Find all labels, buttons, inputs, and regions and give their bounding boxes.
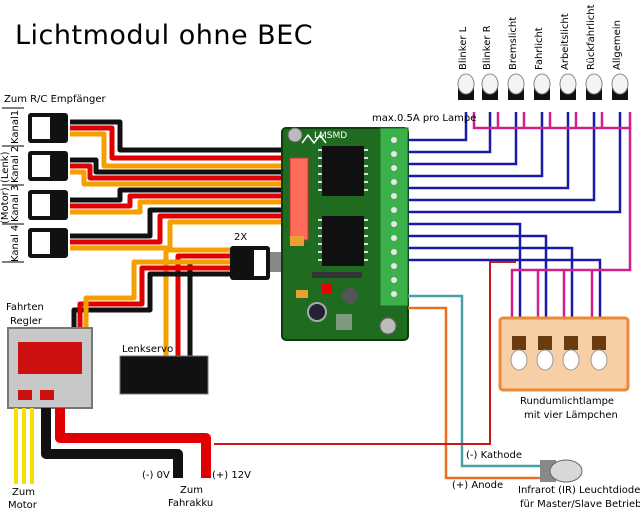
channel-1-label: Kanal1 xyxy=(10,109,21,144)
receiver-plugs xyxy=(28,113,68,258)
lamp-label-5: Arbeitslicht xyxy=(560,13,571,70)
akku-label-2: Fahrakku xyxy=(168,498,214,509)
channel-2-sub: (Lenk) xyxy=(0,151,11,183)
lenkservo-body xyxy=(119,355,209,395)
ir-wires xyxy=(214,261,540,480)
lamp-bulbs-top xyxy=(457,73,629,100)
kathode-label: (-) Kathode xyxy=(466,450,522,461)
ir-label-1: Infrarot (IR) Leuchtdiode xyxy=(518,485,640,496)
lamp-wires-pink xyxy=(472,112,632,336)
battery-wires xyxy=(41,408,211,478)
connector-2x-label: 2X xyxy=(234,232,248,243)
motor-label-1: Zum xyxy=(12,487,35,498)
lamp-label-7: Allgemein xyxy=(612,20,623,70)
ir-led xyxy=(540,459,583,483)
lamp-label-1: Blinker L xyxy=(458,26,469,70)
anode-label: (+) Anode xyxy=(452,480,504,491)
lamp-label-6: Rückfahrlicht xyxy=(586,4,597,70)
receiver-bracket xyxy=(2,107,24,263)
lamp-wires-blue xyxy=(408,112,622,336)
fahrtenregler xyxy=(7,327,93,409)
rundum-label-1: Rundumlichtlampe xyxy=(520,396,615,407)
channel-2-label: Kanal 2 xyxy=(10,145,21,183)
max-current-label: max.0.5A pro Lampe xyxy=(372,113,477,124)
receiver-cables xyxy=(70,119,300,251)
lenkservo-label: Lenkservo xyxy=(122,344,174,355)
connector-2x xyxy=(230,246,284,280)
motor-label-2: Motor xyxy=(8,500,37,511)
module-name: LMSMD xyxy=(314,131,348,141)
channel-3-sub: (Motor) xyxy=(0,187,11,224)
lamp-label-3: Bremslicht xyxy=(508,16,519,70)
pcb-module xyxy=(281,127,409,341)
lamp-label-2: Blinker R xyxy=(482,25,493,70)
akku-minus-label: (-) 0V xyxy=(142,470,170,481)
akku-plus-label: (+) 12V xyxy=(212,470,251,481)
lamp-label-4: Fahrlicht xyxy=(534,27,545,70)
channel-3-label: Kanal 3 xyxy=(10,184,21,222)
regler-cable xyxy=(71,259,232,330)
rundum-label-2: mit vier Lämpchen xyxy=(524,410,618,421)
receiver-label: Zum R/C Empfänger xyxy=(4,94,106,105)
akku-label-1: Zum xyxy=(180,485,203,496)
page-title: Lichtmodul ohne BEC xyxy=(15,20,314,51)
motor-wires xyxy=(14,408,34,484)
pcb-blur xyxy=(336,314,352,330)
rundumlicht-box xyxy=(498,316,630,392)
regler-label-1: Fahrten xyxy=(6,302,44,313)
regler-label-2: Regler xyxy=(10,316,43,327)
channel-4-label: Kanal 4 xyxy=(10,224,21,262)
ir-label-2: für Master/Slave Betrieb xyxy=(520,499,640,510)
